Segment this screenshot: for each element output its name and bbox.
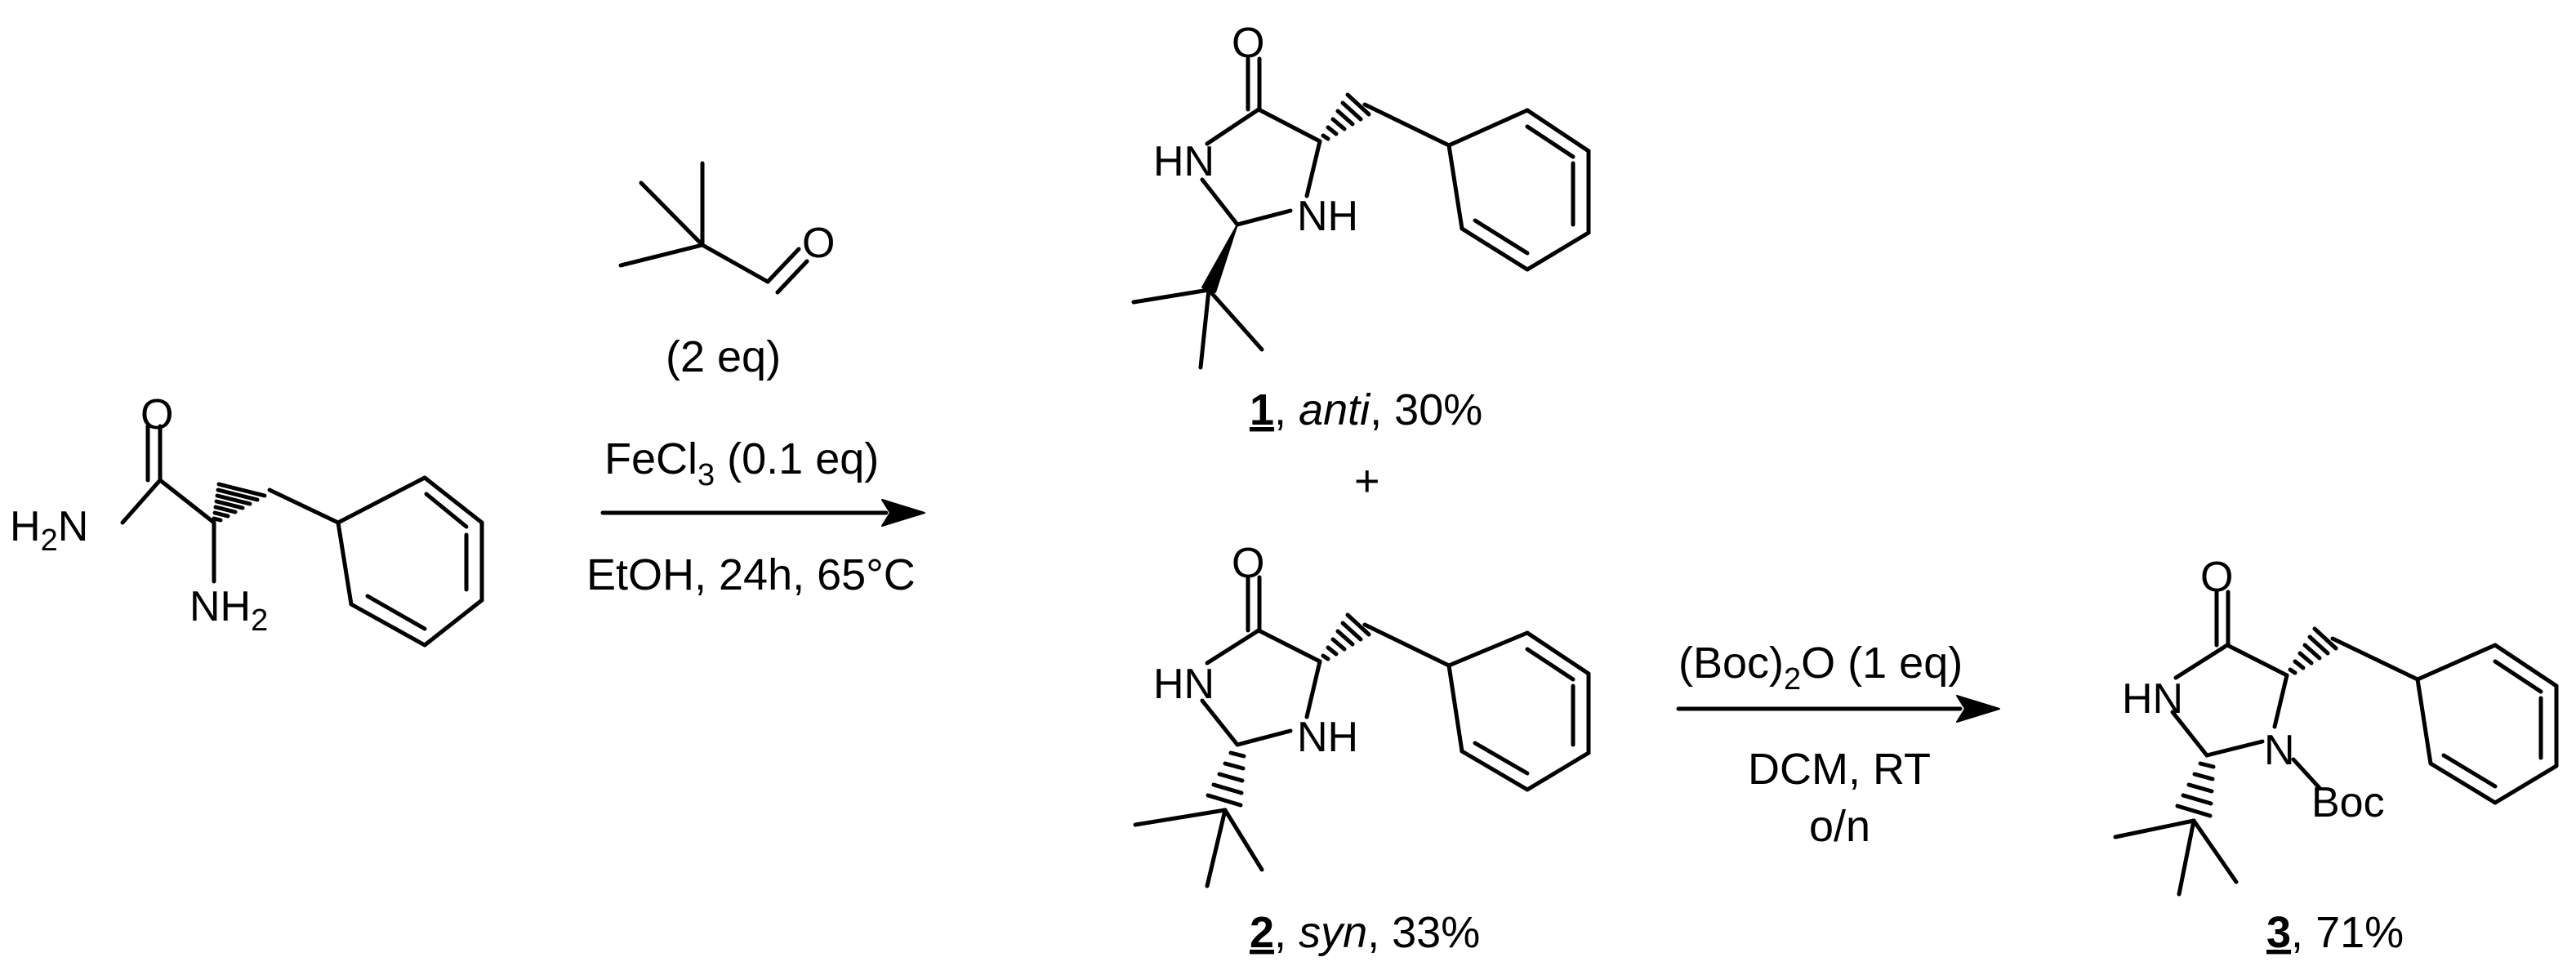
atom-nh2: NH2 [189, 583, 268, 638]
atom-nh: NH [1297, 714, 1358, 761]
product-1: O HN NH 1, anti, 30% [1131, 20, 1591, 434]
conditions-2-line2: o/n [1809, 802, 1870, 851]
benzene-ring [336, 475, 484, 648]
hashed-wedge-bond [1321, 612, 1371, 661]
benzene-ring [1446, 630, 1591, 792]
product-3: O HN N Boc 3, 71% [2113, 554, 2559, 957]
atom-hn: HN [2122, 675, 2183, 723]
atom-o: O [140, 391, 173, 439]
atom-nh: NH [1297, 193, 1358, 240]
atom-n: N [2264, 727, 2295, 774]
catalyst: FeCl3 (0.1 eq) [604, 434, 879, 492]
product-1-label: 1, anti, 30% [1250, 385, 1482, 434]
atom-o: O [802, 220, 835, 267]
conditions-1: EtOH, 24h, 65°C [586, 550, 916, 599]
product-2: O HN NH 2, syn, 33% [1133, 540, 1591, 957]
atom-h2n: H2N [10, 503, 88, 558]
conditions-2-line1: DCM, RT [1748, 745, 1931, 794]
reagent-equivalents: (2 eq) [666, 332, 781, 381]
atom-o: O [1232, 20, 1264, 67]
arrowhead-2 [1956, 695, 2000, 723]
product-3-label: 3, 71% [2266, 908, 2404, 957]
benzene-ring [2415, 643, 2559, 805]
boc-anhydride-reagent: (Boc)2O (1 eq) [1678, 639, 1963, 697]
atom-hn: HN [1153, 138, 1214, 185]
hashed-wedge-bond [2288, 626, 2338, 675]
atom-o: O [1232, 540, 1264, 587]
arrowhead-1 [881, 499, 925, 527]
atom-o: O [2200, 554, 2233, 601]
hashed-wedge-bond [1206, 750, 1246, 808]
starting-material: O H2N NH2 [10, 391, 484, 648]
benzene-ring [1446, 108, 1591, 272]
product-2-label: 2, syn, 33% [1250, 908, 1480, 957]
plus-sign: + [1354, 456, 1380, 505]
pivaldehyde: O [618, 161, 835, 295]
hashed-wedge-bond [2175, 761, 2216, 818]
boc-group: Boc [2311, 779, 2385, 826]
hashed-wedge-bond [1321, 92, 1371, 141]
hashed-wedge-bond [212, 482, 267, 523]
atom-hn: HN [1153, 661, 1214, 708]
